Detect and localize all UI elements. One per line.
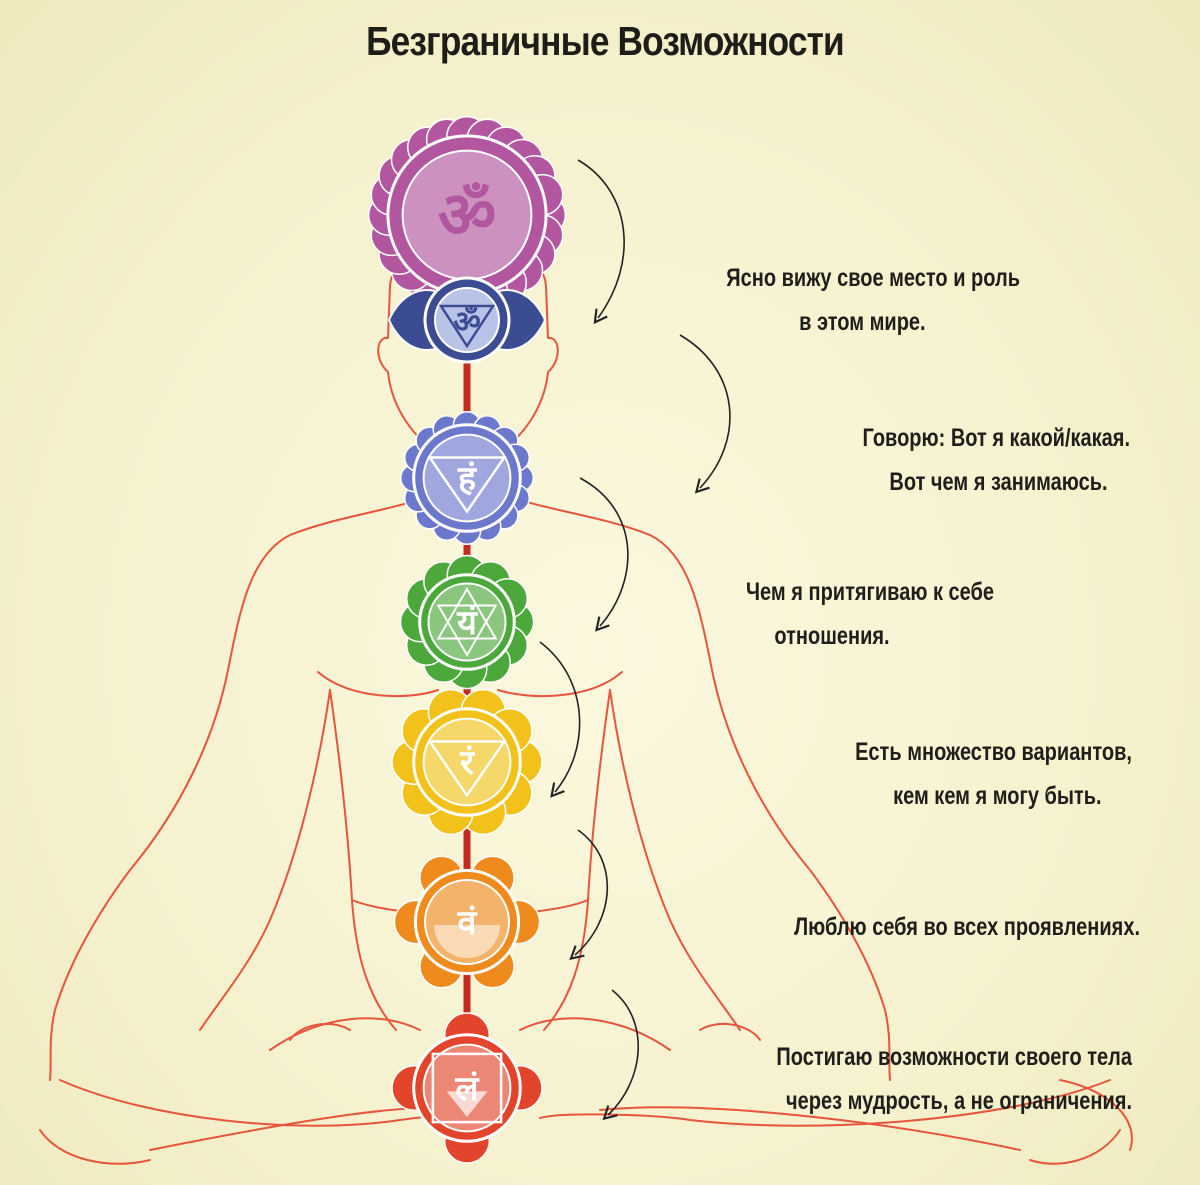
chakra-glyph: रं — [459, 743, 475, 783]
chakra-glyph: ॐ — [453, 305, 480, 340]
caption-third-eye: Ясно вижу свое место и роль в этом мире. — [726, 264, 1020, 336]
arrow-4 — [539, 641, 581, 798]
caption-heart: Чем я притягиваю к себе отношения. — [746, 578, 994, 650]
caption-throat: Говорю: Вот я какой/какая. Вот чем я зан… — [862, 424, 1131, 496]
arrow-1 — [577, 159, 625, 325]
chakra-glyph: ॐ — [438, 179, 496, 253]
arrow-6 — [602, 989, 640, 1121]
chakra-glyph: लं — [454, 1069, 480, 1109]
flow-arrows — [539, 159, 731, 1121]
page-title: Безграничные Возможности — [366, 18, 845, 64]
body-outline — [39, 249, 1133, 1165]
sacral-chakra: वं — [393, 855, 541, 989]
chakra-glyph: यं — [456, 603, 478, 643]
arrow-5 — [569, 829, 609, 960]
throat-chakra: हं — [399, 410, 535, 546]
arrow-3 — [579, 477, 629, 632]
caption-root: Постигаю возможности своего тела через м… — [776, 1043, 1132, 1115]
chakra-glyph: वं — [457, 903, 478, 943]
third-eye-chakra: ॐ — [387, 276, 547, 364]
chakra-glyph: हं — [457, 459, 478, 499]
caption-solar-plexus: Есть множество вариантов, кем кем я могу… — [855, 738, 1132, 810]
root-chakra: लं — [391, 1012, 543, 1164]
arrow-2 — [679, 334, 731, 494]
heart-chakra: यं — [399, 554, 535, 690]
solar-plexus-chakra: रं — [391, 688, 543, 836]
caption-sacral: Люблю себя во всех проявлениях. — [794, 913, 1140, 941]
